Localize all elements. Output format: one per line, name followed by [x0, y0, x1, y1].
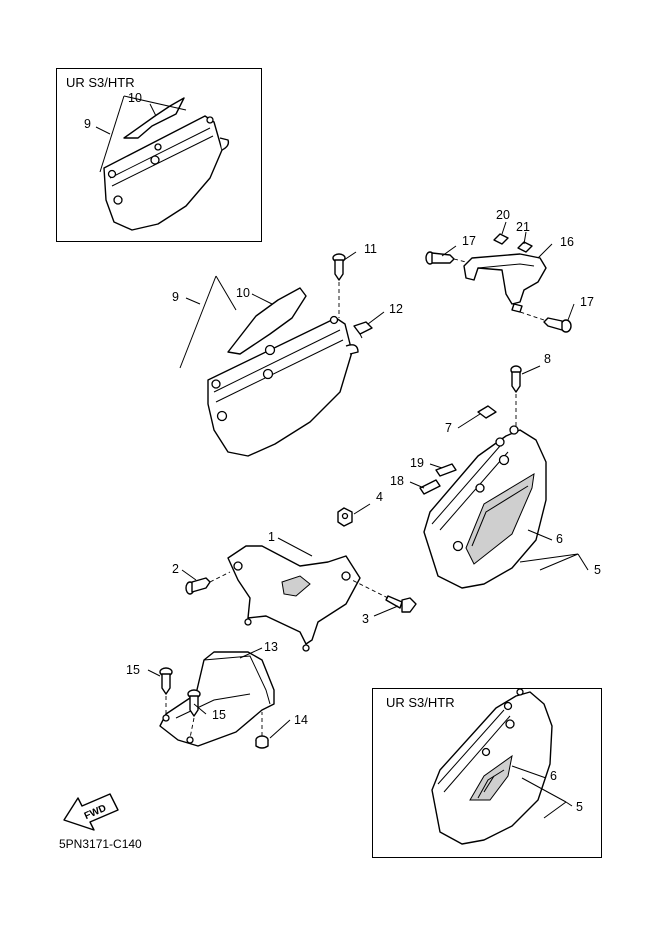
label-21 — [517, 241, 533, 253]
clip-7 — [477, 405, 497, 419]
left-side-cover — [207, 315, 359, 457]
stripe-19 — [435, 463, 457, 477]
bolt-15b — [187, 689, 201, 739]
inset-bottom-title: UR S3/HTR — [386, 695, 455, 710]
callout-10: 10 — [236, 286, 250, 300]
clip-12 — [353, 321, 373, 339]
callout-7: 7 — [445, 421, 452, 435]
callout-9-inset: 9 — [84, 117, 91, 131]
callout-15-bottom: 15 — [212, 708, 226, 722]
callout-8: 8 — [544, 352, 551, 366]
inset-left-side-cover — [103, 115, 230, 231]
inset-right-side-cover — [431, 688, 553, 845]
inset-emblem-10 — [123, 97, 185, 139]
inset-bottom-box — [372, 688, 602, 858]
bolt-17b — [519, 311, 572, 333]
callout-21: 21 — [516, 220, 530, 234]
callout-5: 5 — [594, 563, 601, 577]
callout-20: 20 — [496, 208, 510, 222]
callout-17-top: 17 — [462, 234, 476, 248]
inset-top-title: UR S3/HTR — [66, 75, 135, 90]
diagram-code: 5PN3171-C140 — [59, 837, 142, 851]
bracket-16 — [463, 253, 547, 313]
bolt-3 — [351, 579, 417, 613]
stripe-18 — [419, 479, 441, 495]
bolt-8 — [510, 365, 522, 428]
callout-11: 11 — [364, 242, 377, 256]
emblem-6 — [465, 473, 535, 565]
callout-18: 18 — [390, 474, 404, 488]
callout-5-inset: 5 — [576, 800, 583, 814]
callout-3: 3 — [362, 612, 369, 626]
nut-4 — [337, 507, 353, 527]
callout-12: 12 — [389, 302, 403, 316]
emblem-10 — [227, 287, 307, 355]
callout-6-inset: 6 — [550, 769, 557, 783]
callout-14: 14 — [294, 713, 308, 727]
grommet-14 — [255, 712, 269, 749]
bolt-17a — [425, 251, 467, 265]
callout-13: 13 — [264, 640, 278, 654]
callout-4: 4 — [376, 490, 383, 504]
callout-15-top: 15 — [126, 663, 140, 677]
fwd-arrow-icon — [63, 793, 119, 831]
bolt-11 — [332, 253, 346, 318]
callout-2: 2 — [172, 562, 179, 576]
callout-17-right: 17 — [580, 295, 594, 309]
bolt-2 — [185, 571, 231, 595]
inset-top-box — [56, 68, 262, 242]
callout-9: 9 — [172, 290, 179, 304]
label-20 — [493, 233, 509, 245]
lower-cover-13 — [159, 651, 275, 747]
bolt-15a — [159, 667, 173, 716]
callout-1: 1 — [268, 530, 275, 544]
center-bracket-1 — [227, 545, 361, 652]
callout-19: 19 — [410, 456, 424, 470]
callout-10-inset: 10 — [128, 91, 142, 105]
callout-6: 6 — [556, 532, 563, 546]
callout-16: 16 — [560, 235, 574, 249]
inset-emblem-6 — [469, 754, 513, 801]
